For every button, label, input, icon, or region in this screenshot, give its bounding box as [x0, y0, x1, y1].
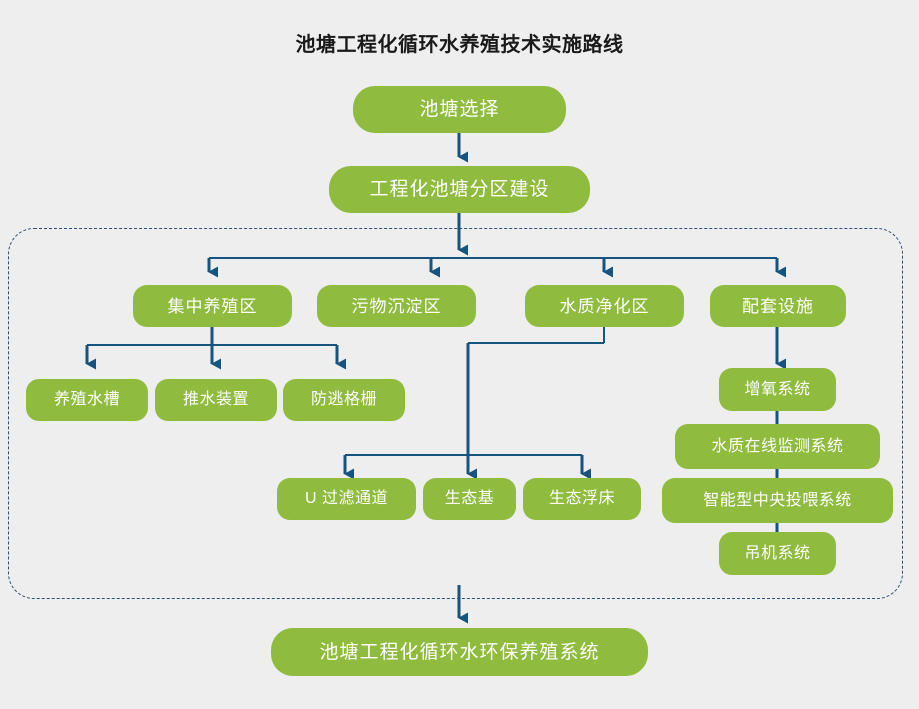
node-water-purification-zone[interactable]: 水质净化区: [525, 285, 684, 327]
node-escape-prevention-grid[interactable]: 防逃格栅: [283, 379, 405, 421]
node-eco-base[interactable]: 生态基: [423, 478, 516, 520]
node-intensive-culture-zone[interactable]: 集中养殖区: [133, 285, 292, 327]
node-water-quality-monitor-system[interactable]: 水质在线监测系统: [675, 424, 880, 469]
node-culture-raceway[interactable]: 养殖水槽: [26, 379, 148, 421]
node-water-pushing-device[interactable]: 推水装置: [155, 379, 277, 421]
node-oxygen-system[interactable]: 增氧系统: [719, 368, 836, 411]
node-crane-system[interactable]: 吊机系统: [719, 532, 836, 575]
page-title: 池塘工程化循环水养殖技术实施路线: [295, 34, 624, 56]
node-final-system[interactable]: 池塘工程化循环水环保养殖系统: [271, 628, 648, 676]
node-zoning-construction[interactable]: 工程化池塘分区建设: [329, 166, 590, 213]
node-eco-floating-bed[interactable]: 生态浮床: [523, 478, 641, 520]
node-u-filter-channel[interactable]: U 过滤通道: [277, 478, 416, 520]
node-waste-settling-zone[interactable]: 污物沉淀区: [317, 285, 476, 327]
node-smart-central-feeding-system[interactable]: 智能型中央投喂系统: [662, 478, 893, 523]
node-supporting-facilities[interactable]: 配套设施: [710, 285, 846, 327]
node-pond-selection[interactable]: 池塘选择: [353, 86, 566, 133]
engineering-zone-boundary: [8, 228, 903, 599]
